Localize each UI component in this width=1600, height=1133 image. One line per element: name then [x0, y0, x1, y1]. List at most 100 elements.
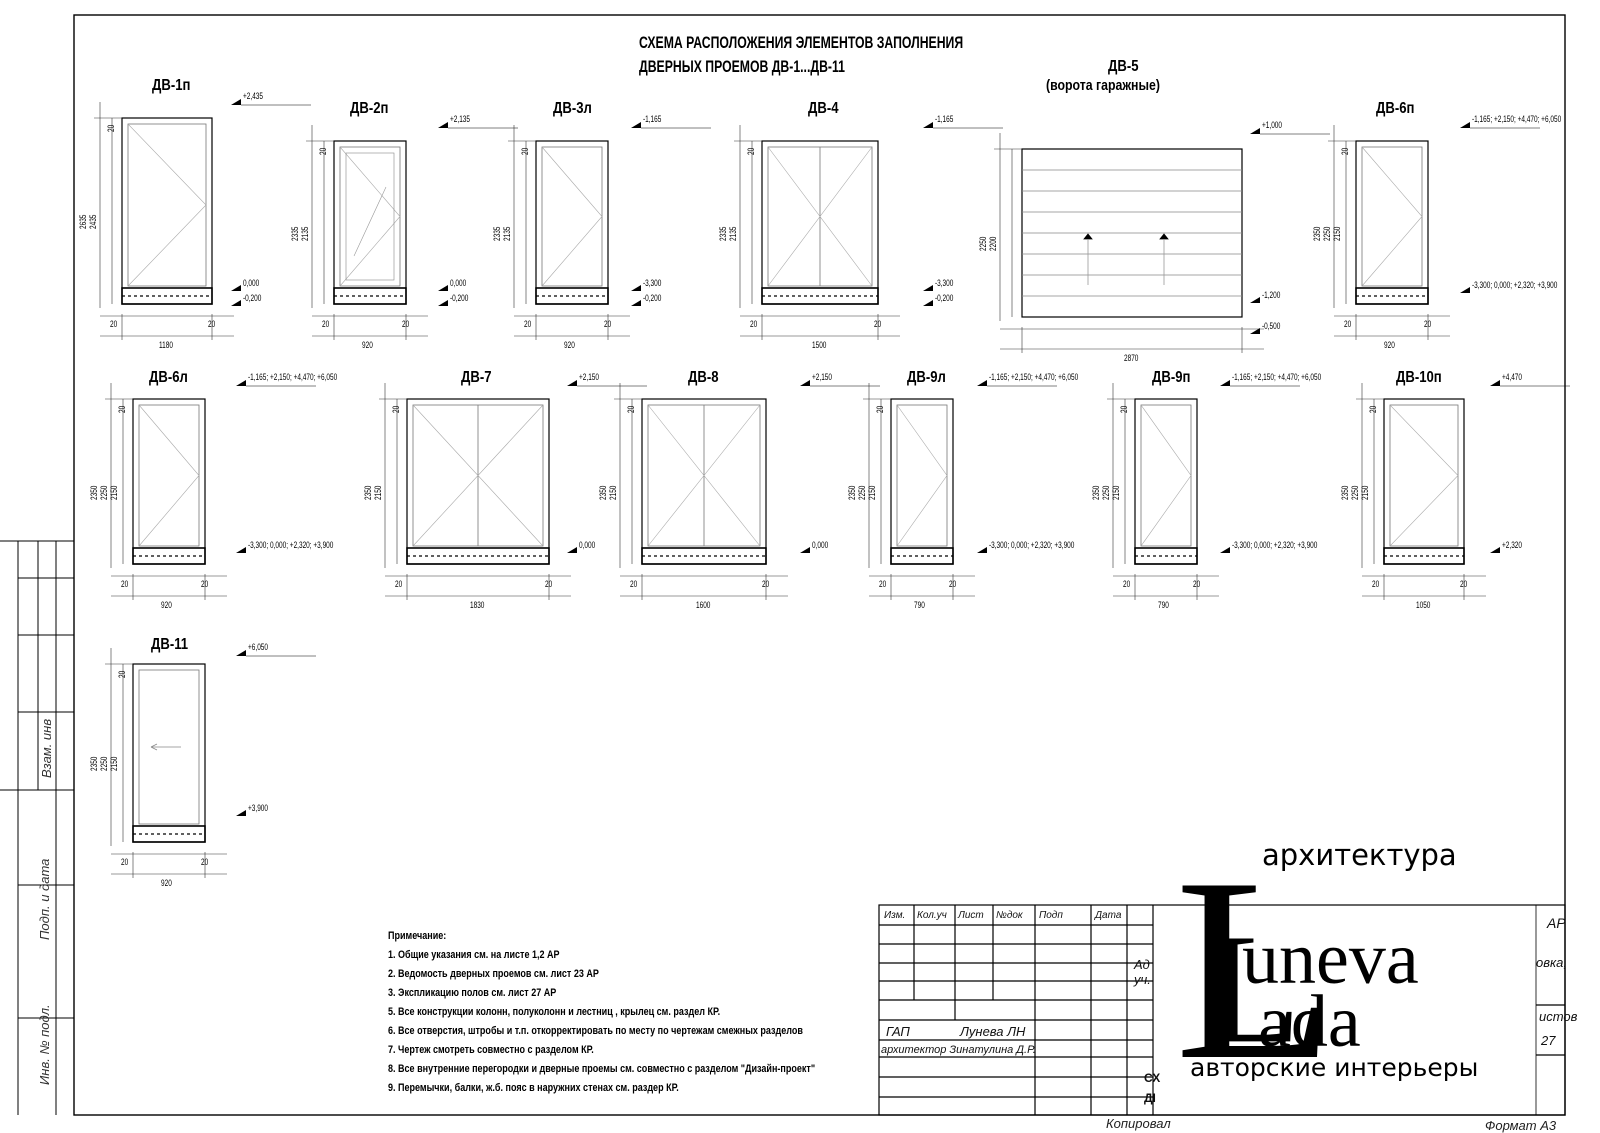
door-label: ДВ-8: [688, 369, 719, 386]
door-2: [508, 122, 711, 340]
dim-vertical: 2150: [1332, 226, 1342, 241]
tb-header-kolуч: Кол.уч: [917, 910, 947, 921]
tb-frag-d: ДІ: [1144, 1091, 1156, 1105]
dim-horizontal: 20: [402, 319, 410, 329]
dim-horizontal: 20: [322, 319, 330, 329]
elevation-bottom: -0,200: [243, 293, 262, 303]
dim-horizontal: 20: [395, 579, 403, 589]
elevation-bottom: 0,000: [243, 278, 260, 288]
dim-vertical: 2150: [109, 485, 119, 500]
dim-horizontal: 20: [1372, 579, 1380, 589]
dim-horizontal: 20: [1123, 579, 1131, 589]
door-label: ДВ-2п: [350, 100, 389, 117]
tb-frag-uch: уч.: [1134, 972, 1151, 987]
dim-vertical: 20: [318, 147, 328, 155]
dim-width: 1050: [1416, 600, 1431, 610]
door-7: [379, 380, 647, 600]
dim-vertical: 2250: [99, 756, 109, 771]
door-6: [105, 380, 316, 600]
tb-code: АР: [1547, 915, 1566, 931]
door-frame: [1134, 398, 1198, 565]
dim-vertical: 20: [1119, 405, 1129, 413]
logo-letter-l: L: [1175, 824, 1336, 1114]
note-item: 2. Ведомость дверных проемов см. лист 23…: [388, 968, 599, 980]
elevation-top: -1,165; +2,150; +4,470; +6,050: [989, 372, 1079, 382]
dim-horizontal: 20: [545, 579, 553, 589]
elevation-top: +2,135: [450, 114, 471, 124]
elevation-bottom: -0,200: [935, 293, 954, 303]
drawing-title: СХЕМА РАСПОЛОЖЕНИЯ ЭЛЕМЕНТОВ ЗАПОЛНЕНИЯ …: [639, 31, 963, 79]
elevation-top: -1,165; +2,150; +4,470; +6,050: [1232, 372, 1322, 382]
dim-width: 920: [1384, 340, 1395, 350]
dim-horizontal: 20: [874, 319, 882, 329]
dim-vertical: 2150: [1360, 485, 1370, 500]
dim-width: 790: [1158, 600, 1169, 610]
elevation-bottom: -3,300; 0,000; +2,320; +3,900: [989, 540, 1075, 550]
dim-vertical: 2150: [1111, 485, 1121, 500]
dim-width: 920: [362, 340, 373, 350]
door-leaf: [138, 404, 200, 547]
dim-vertical: 2435: [88, 214, 98, 229]
door-label: ДВ-6п: [1376, 100, 1415, 117]
elevation-top: +2,150: [812, 372, 833, 382]
dim-width: 920: [564, 340, 575, 350]
side-stamp-podp: Подп. и дата: [37, 858, 52, 940]
door-frame: [132, 663, 206, 843]
footer-copied: Копировал: [1106, 1116, 1171, 1131]
door-frame: [890, 398, 954, 565]
dim-width: 920: [161, 878, 172, 888]
dim-vertical: 2350: [847, 485, 857, 500]
logo-bottom-text: авторские интерьеры: [1190, 1053, 1479, 1082]
elevation-top: -1,165; +2,150; +4,470; +6,050: [1472, 114, 1562, 124]
note-item: 9. Перемычки, балки, ж.б. пояс в наружни…: [388, 1082, 679, 1094]
door-leaf: [138, 669, 200, 825]
elevation-bottom: 0,000: [812, 540, 829, 550]
tb-architect: архитектор Зинатулина Д.Р.: [881, 1044, 1036, 1056]
notes-heading: Примечание:: [388, 930, 447, 942]
dim-vertical: 20: [106, 124, 116, 132]
side-stamp-vzam: Взам. инв: [39, 718, 54, 778]
dim-horizontal: 20: [524, 319, 532, 329]
note-item: 3. Экспликацию полов см. лист 27 АР: [388, 987, 557, 999]
dim-vertical: 20: [117, 405, 127, 413]
dim-vertical: 20: [520, 147, 530, 155]
dim-horizontal: 20: [201, 579, 209, 589]
elevation-bottom: -3,300; 0,000; +2,320; +3,900: [1472, 280, 1558, 290]
dim-width: 1600: [696, 600, 711, 610]
tb-header-list: Лист: [958, 910, 984, 921]
door-4: [994, 128, 1330, 353]
dim-vertical: 20: [875, 405, 885, 413]
dim-vertical: 2150: [373, 485, 383, 500]
title-block: [878, 904, 1566, 1116]
dim-vertical: 2250: [1350, 485, 1360, 500]
door-label: ДВ-6л: [149, 369, 188, 386]
note-item: 1. Общие указания см. на листе 1,2 АР: [388, 949, 560, 961]
elevation-bottom: +3,900: [248, 803, 269, 813]
elevation-bottom: -3,300: [935, 278, 954, 288]
dim-horizontal: 20: [1424, 319, 1432, 329]
door-leaf: [1140, 404, 1192, 547]
note-item: 7. Чертеж смотреть совместно с разделом …: [388, 1044, 594, 1056]
elevation-bottom: -0,500: [1262, 321, 1281, 331]
dim-vertical: 2150: [608, 485, 618, 500]
footer-format: Формат А3: [1485, 1118, 1557, 1133]
dim-vertical: 2250: [99, 485, 109, 500]
tb-sheets: 27: [1541, 1033, 1556, 1048]
door-10: [1107, 380, 1300, 600]
note-item: 6. Все отверстия, штробы и т.п. откоррек…: [388, 1025, 803, 1037]
tb-header-izm: Изм.: [884, 910, 906, 921]
door-0: [94, 99, 311, 340]
elevation-top: +4,470: [1502, 372, 1523, 382]
dim-horizontal: 20: [630, 579, 638, 589]
logo-word1: uneva: [1242, 918, 1419, 1000]
door-label: ДВ-10п: [1396, 369, 1442, 386]
dim-vertical: 2335: [492, 226, 502, 241]
dim-horizontal: 20: [1193, 579, 1201, 589]
door-leaf: [1361, 146, 1423, 287]
elevation-top: +2,150: [579, 372, 600, 382]
note-item: 8. Все внутренние перегородки и дверные …: [388, 1063, 816, 1075]
door-label: ДВ-9л: [907, 369, 946, 386]
door-8: [614, 380, 880, 600]
dim-vertical: 20: [1340, 147, 1350, 155]
dim-width: 790: [914, 600, 925, 610]
